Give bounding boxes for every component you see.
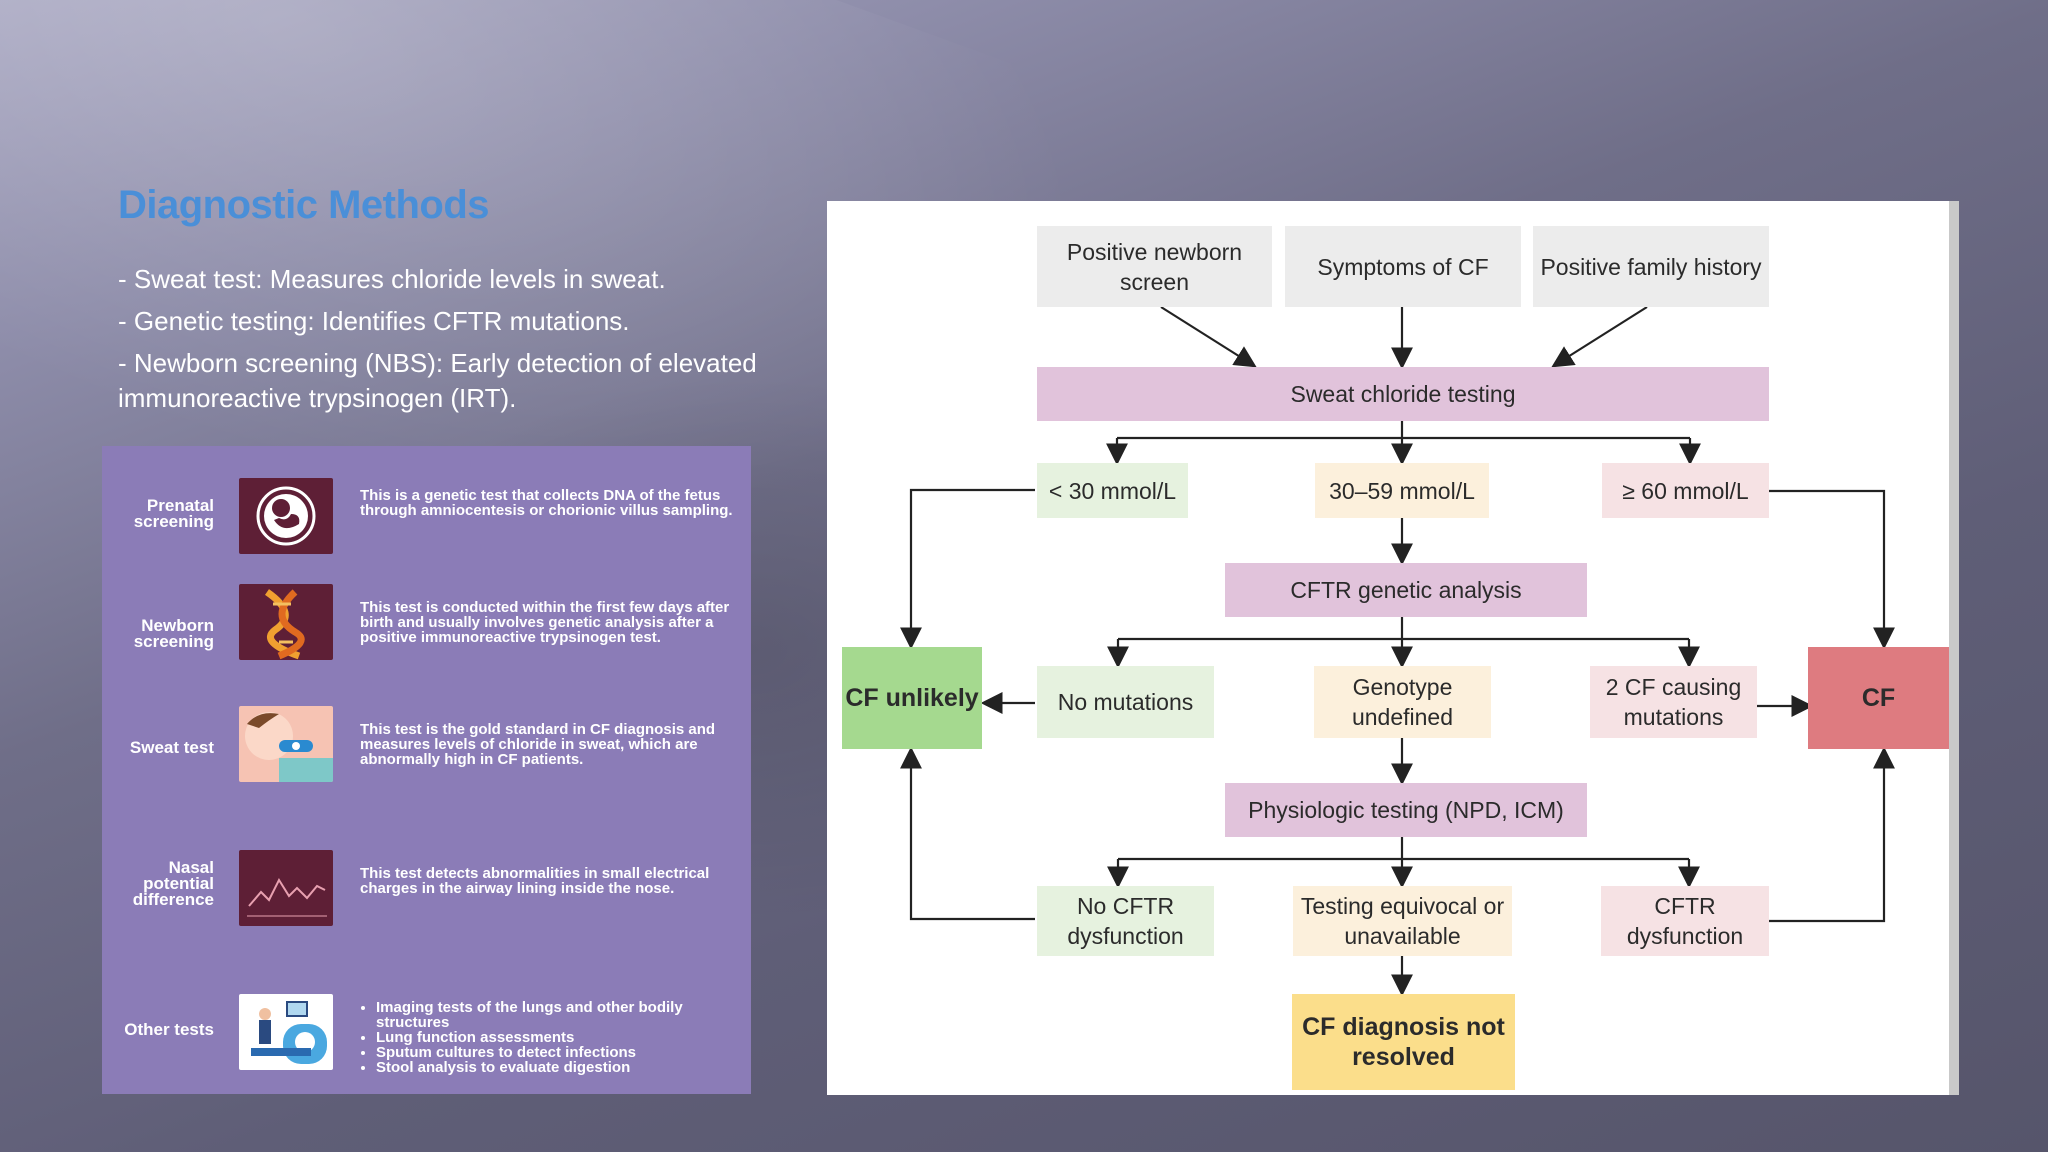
bullet-genetic-testing: - Genetic testing: Identifies CFTR mutat… xyxy=(118,306,630,336)
baby-sweat-test-icon xyxy=(239,706,333,782)
bullet-sweat-test: - Sweat test: Measures chloride levels i… xyxy=(118,264,666,294)
info-row-bullets: Imaging tests of the lungs and other bod… xyxy=(360,1000,730,1075)
info-row-label: Nasal potential difference xyxy=(132,858,214,909)
panel-edge xyxy=(1949,201,1959,1095)
dna-icon xyxy=(239,584,333,660)
node-cf-diagnosis-not-resolved: CF diagnosis not resolved xyxy=(1292,994,1515,1090)
info-row-text: This is a genetic test that collects DNA… xyxy=(360,487,733,519)
node-two-cf-mutations: 2 CF causing mutations xyxy=(1590,666,1757,738)
node-mid-chloride: 30–59 mmol/L xyxy=(1315,463,1489,518)
diagnostic-infographic: Prenatal screening This is a genetic tes… xyxy=(102,446,751,1094)
node-genotype-undefined: Genotype undefined xyxy=(1314,666,1491,738)
node-positive-family-history: Positive family history xyxy=(1533,226,1769,307)
cf-diagnosis-flowchart: Positive newborn screen Symptoms of CF P… xyxy=(827,201,1959,1095)
mri-scanner-icon xyxy=(239,994,333,1070)
node-testing-equivocal: Testing equivocal or unavailable xyxy=(1293,886,1512,956)
node-low-chloride: < 30 mmol/L xyxy=(1037,463,1188,518)
other-test-item: Lung function assessments xyxy=(376,1030,730,1045)
node-no-mutations: No mutations xyxy=(1037,666,1214,738)
flowchart-arrows xyxy=(900,306,1895,997)
slide-title: Diagnostic Methods xyxy=(118,183,490,227)
node-positive-newborn-screen: Positive newborn screen xyxy=(1037,226,1272,307)
info-row-text: This test is the gold standard in CF dia… xyxy=(360,721,716,768)
info-row-label: Prenatal screening xyxy=(133,496,214,531)
info-row-text: This test detects abnormalities in small… xyxy=(360,865,710,897)
node-cf: CF xyxy=(1808,647,1949,749)
info-row-label: Sweat test xyxy=(129,738,214,757)
other-test-item: Stool analysis to evaluate digestion xyxy=(376,1060,730,1075)
node-cftr-genetic-analysis: CFTR genetic analysis xyxy=(1225,563,1587,617)
other-test-item: Imaging tests of the lungs and other bod… xyxy=(376,1000,730,1030)
node-no-cftr-dysfunction: No CFTR dysfunction xyxy=(1037,886,1214,956)
other-test-item: Sputum cultures to detect infections xyxy=(376,1045,730,1060)
node-cf-unlikely: CF unlikely xyxy=(842,647,982,749)
info-row-label: Other tests xyxy=(124,1020,214,1039)
info-row-text: This test is conducted within the first … xyxy=(360,599,730,646)
bullet-newborn-screening: - Newborn screening (NBS): Early detecti… xyxy=(118,348,757,413)
node-high-chloride: ≥ 60 mmol/L xyxy=(1602,463,1769,518)
bullet-list: - Sweat test: Measures chloride levels i… xyxy=(118,262,758,423)
node-cftr-dysfunction: CFTR dysfunction xyxy=(1601,886,1769,956)
fetus-icon xyxy=(239,478,333,554)
node-symptoms-of-cf: Symptoms of CF xyxy=(1285,226,1521,307)
node-physiologic-testing: Physiologic testing (NPD, ICM) xyxy=(1225,783,1587,837)
node-sweat-chloride-testing: Sweat chloride testing xyxy=(1037,367,1769,421)
info-row-label: Newborn screening xyxy=(133,616,214,651)
waveform-icon xyxy=(239,850,333,926)
